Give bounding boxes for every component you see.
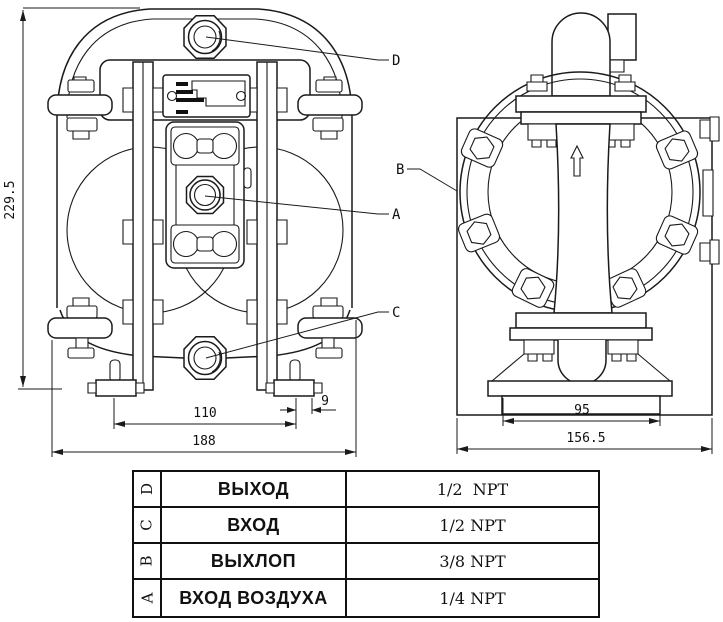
center-column	[554, 124, 612, 313]
clamp-top-right	[298, 77, 362, 139]
table-row-key: D	[134, 472, 162, 508]
nameplate	[163, 75, 250, 117]
top-manifold-outline	[57, 9, 352, 118]
air-inlet-port-a	[187, 177, 224, 214]
base-plate	[488, 381, 672, 414]
tie-rod-left	[123, 62, 163, 390]
dim-height: 229.5	[3, 180, 18, 219]
table-row-key: C	[134, 508, 162, 544]
bottom-flange	[492, 313, 670, 384]
table-row-key: A	[134, 580, 162, 616]
leaders: D A C B	[205, 37, 457, 358]
foot-right	[266, 360, 322, 396]
outlet-port-d	[184, 16, 226, 59]
table-row-size: 1/2 NPT	[347, 472, 598, 508]
table-row-size: 1/2 NPT	[347, 508, 598, 544]
dim-foot-span: 110	[193, 406, 216, 421]
ring-bolts	[457, 127, 700, 309]
valve-side-tab	[244, 168, 251, 188]
table-row-name: ВЫХЛОП	[162, 544, 347, 580]
front-view	[48, 9, 362, 396]
dimensions: 229.5 110 9 188 95 156.5	[3, 8, 712, 457]
port-spec-table: D ВЫХОД 1/2 NPT C ВХОД 1/2 NPT B ВЫХЛОП …	[132, 470, 600, 618]
table-row-size: 1/4 NPT	[347, 580, 598, 616]
foot-left	[88, 360, 144, 396]
clamp-bottom-left	[48, 298, 112, 358]
inlet-port-c	[184, 337, 226, 380]
nameplate-screw-left	[168, 92, 177, 101]
flow-direction-arrow	[571, 146, 583, 176]
table-row-key: B	[134, 544, 162, 580]
pump-drawing: 229.5 110 9 188 95 156.5 D A C	[3, 0, 723, 466]
table-row-name: ВХОД ВОЗДУХА	[162, 580, 347, 616]
outlet-pipe-dome	[552, 13, 610, 96]
side-view	[457, 13, 719, 415]
tie-rod-right	[247, 62, 287, 390]
dim-foot-offset: 9	[321, 394, 329, 409]
dim-base: 95	[574, 403, 590, 418]
leader-label-b: B	[396, 162, 404, 178]
dim-width: 188	[192, 434, 215, 449]
air-valve-body	[166, 122, 251, 268]
table-row-size: 3/8 NPT	[347, 544, 598, 580]
inlet-elbow	[558, 340, 606, 384]
clamp-bottom-right	[298, 298, 362, 358]
leader-label-a: A	[392, 207, 401, 223]
table-row-name: ВХОД	[162, 508, 347, 544]
table-row-name: ВЫХОД	[162, 472, 347, 508]
leader-label-c: C	[392, 305, 400, 321]
clamp-top-left	[48, 77, 112, 139]
nameplate-screw-right	[237, 92, 246, 101]
plate-side-ports	[700, 117, 719, 264]
pilot-box	[608, 14, 636, 60]
dim-depth: 156.5	[566, 431, 605, 446]
leader-label-d: D	[392, 53, 400, 69]
